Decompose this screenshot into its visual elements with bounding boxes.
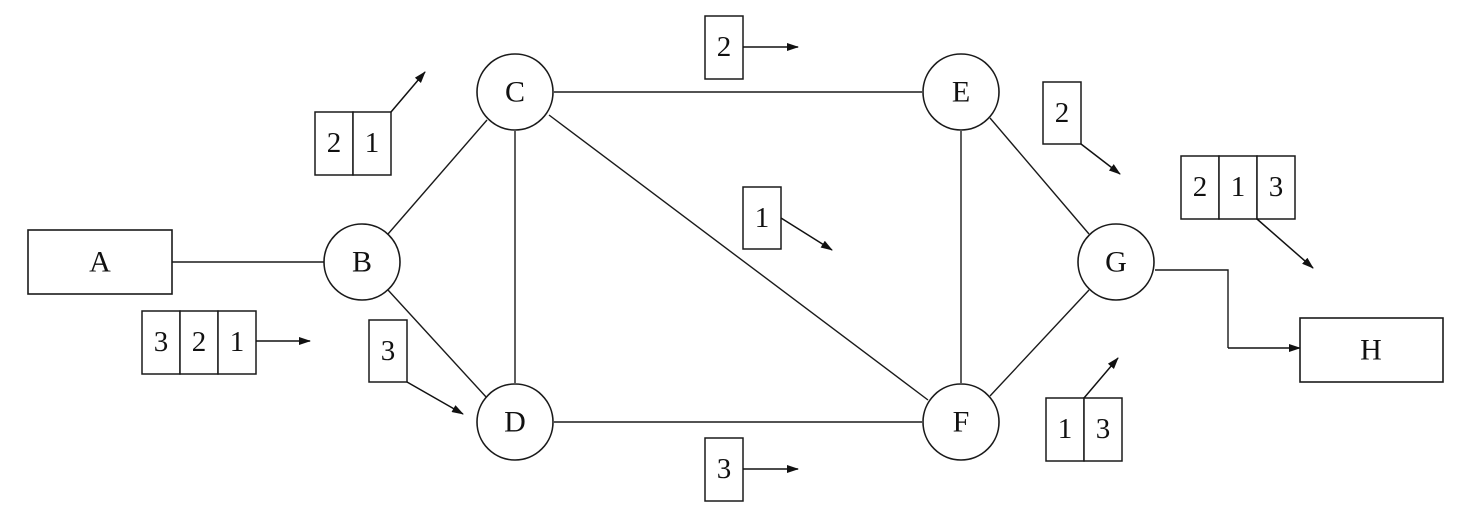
packet-cell <box>368 319 408 383</box>
packet-cell <box>704 15 744 80</box>
packet-cell <box>352 111 392 176</box>
packets-b-d: 3 <box>368 319 464 415</box>
packet-number: 3 <box>1269 171 1284 203</box>
router-b: B <box>323 223 401 301</box>
links <box>172 91 1301 423</box>
router-d: D <box>476 383 554 461</box>
packet-cell <box>1042 81 1082 145</box>
packet-cell <box>1256 155 1296 220</box>
router-f-label: F <box>953 406 970 439</box>
packet-direction-arrow <box>390 71 426 113</box>
router-f-circle <box>922 383 1000 461</box>
packet-number: 3 <box>1096 413 1111 445</box>
packets-c-e: 2 <box>704 15 799 80</box>
packet-number: 1 <box>755 202 770 234</box>
router-g: G <box>1077 223 1155 301</box>
packets-g-h: 2 1 3 <box>1180 155 1314 269</box>
packet-direction-arrow <box>780 217 833 251</box>
packet-cell <box>704 437 744 502</box>
edge-b-c <box>387 119 488 235</box>
packet-direction-arrow <box>1083 357 1119 399</box>
router-g-circle <box>1077 223 1155 301</box>
host-a-label: A <box>89 246 111 279</box>
router-c-circle <box>476 53 554 131</box>
router-d-label: D <box>504 406 526 439</box>
router-b-label: B <box>352 246 372 279</box>
packet-number: 2 <box>192 326 207 358</box>
packet-number: 3 <box>154 326 169 358</box>
packet-cell <box>179 310 219 375</box>
packets-b-c: 2 1 <box>314 71 426 176</box>
router-e-circle <box>922 53 1000 131</box>
packet-number: 3 <box>717 453 732 485</box>
packets-d-f: 3 <box>704 437 799 502</box>
host-h-box <box>1299 317 1444 383</box>
router-g-label: G <box>1105 246 1127 279</box>
packet-cell <box>1180 155 1220 220</box>
router-c: C <box>476 53 554 131</box>
packet-direction-arrow <box>406 381 464 415</box>
packet-number: 1 <box>1231 171 1246 203</box>
router-f: F <box>922 383 1000 461</box>
host-a-box <box>27 229 173 295</box>
edge-e-g <box>989 117 1090 235</box>
packet-cell <box>1045 397 1085 462</box>
edge-f-g <box>989 289 1090 397</box>
packet-direction-arrow <box>1256 218 1314 269</box>
packets-f-g: 1 3 <box>1045 357 1123 462</box>
packets-c-f: 1 <box>742 186 833 251</box>
packet-direction-arrow <box>1080 143 1121 175</box>
router-e-label: E <box>952 76 970 109</box>
router-e: E <box>922 53 1000 131</box>
host-h: H <box>1299 317 1444 383</box>
packet-number: 2 <box>717 31 732 63</box>
packet-cell <box>217 310 257 375</box>
packet-number: 1 <box>230 326 245 358</box>
packet-cell <box>1083 397 1123 462</box>
packet-number: 2 <box>1193 171 1208 203</box>
router-d-circle <box>476 383 554 461</box>
host-a: A <box>27 229 173 295</box>
edge-b-d <box>387 289 488 399</box>
packet-number: 2 <box>327 127 342 159</box>
link-g-h <box>1155 269 1229 348</box>
host-h-label: H <box>1360 334 1382 367</box>
packet-number: 1 <box>1058 413 1073 445</box>
packet-number: 1 <box>365 127 380 159</box>
packets-a-b: 3 2 1 <box>141 310 311 375</box>
packets-e-g: 2 <box>1042 81 1121 175</box>
packet-cell <box>1218 155 1258 220</box>
packet-number: 3 <box>381 335 396 367</box>
edge-c-f <box>548 114 929 401</box>
router-c-label: C <box>505 76 525 109</box>
router-b-circle <box>323 223 401 301</box>
packet-number: 2 <box>1055 97 1070 129</box>
